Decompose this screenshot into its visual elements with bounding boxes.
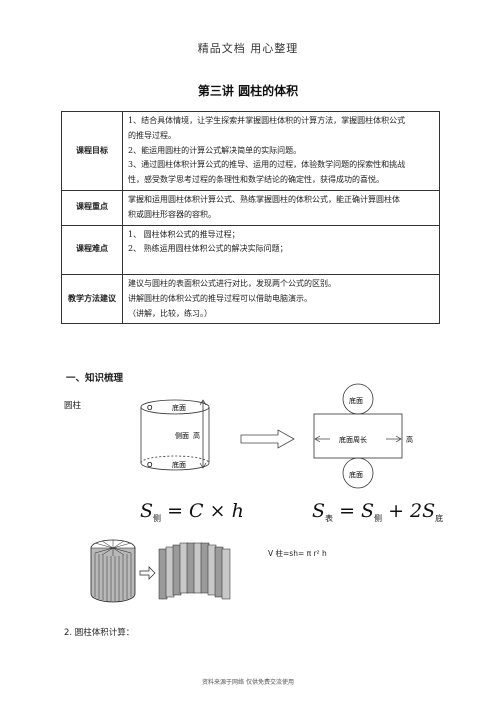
content-line: 性，感受数学思考过程的条理性和数学结论的确定性，获得成功的喜悦。 — [128, 175, 384, 185]
lateral-area-formula: S侧 = C × h — [140, 500, 244, 523]
height-label: 高 — [193, 431, 200, 440]
course-table: 课程目标 1、结合具体情境，让学生探索并掌握圆柱体积的计算方法，掌握圆柱体积公式… — [61, 111, 440, 325]
row-content: 1、结合具体情境，让学生探索并掌握圆柱体积的计算方法，掌握圆柱体积公式 的推导过… — [122, 111, 440, 191]
section-title: 一、知识梳理 — [66, 373, 124, 384]
row-content: 掌握和运用圆柱体积计算公式、熟练掌握圆柱的体积公式，能正确计算圆柱体 积或圆柱形… — [122, 189, 440, 226]
transform-arrow-icon — [240, 429, 295, 449]
header-text: 精品文档 用心整理 — [197, 42, 299, 55]
row-content: 建议与圆柱的表面积公式进行对比，发现两个公式的区别。 讲解圆柱的体积公式的推导过… — [122, 273, 440, 325]
o-top-label: O — [147, 404, 153, 412]
content-line: 的推导过程。 — [128, 130, 176, 140]
rect-label: 底面周长 — [339, 435, 367, 444]
content-line: 2、能运用圆柱的计算公式解决简单的实际问题。 — [128, 145, 302, 155]
table-row: 课程目标 1、结合具体情境，让学生探索并掌握圆柱体积的计算方法，掌握圆柱体积公式… — [61, 111, 440, 191]
bottom-circle — [342, 457, 374, 489]
slice-arrow-icon — [139, 566, 156, 580]
table-row: 课程难点 1、 圆柱体积公式的推导过程； 2、 熟练运用圆柱体积公式的解决实际问… — [61, 224, 440, 275]
content-line: 1、 圆柱体积公式的推导过程； — [128, 229, 240, 239]
top-base-label: 底面 — [172, 403, 186, 412]
content-line — [128, 257, 434, 272]
content-line: 建议与圆柱的表面积公式进行对比，发现两个公式的区别。 — [128, 278, 336, 288]
row-content: 1、 圆柱体积公式的推导过程； 2、 熟练运用圆柱体积公式的解决实际问题； — [122, 224, 440, 275]
cylinder-net-diagram: 底面 底面周长 高 底面 — [313, 383, 413, 489]
cylinder-diagram: O 底面 侧面 高 O 底面 — [140, 399, 210, 471]
row-label: 课程难点 — [61, 224, 123, 275]
table-row: 教学方法建议 建议与圆柱的表面积公式进行对比，发现两个公式的区别。 讲解圆柱的体… — [61, 273, 440, 325]
content-line: 讲解圆柱的体积公式的推导过程可以借助电脑演示。 — [128, 293, 312, 303]
content-line: （讲解，比较，练习。） — [128, 308, 212, 318]
content-line: 3、通过圆柱体积计算公式的推导、运用的过程，体验数学问题的探索性和挑战 — [128, 160, 406, 170]
net-height-label: 高 — [406, 435, 413, 444]
row-label: 课程目标 — [61, 111, 123, 191]
row-label: 课程重点 — [61, 189, 123, 226]
content-line: 2、 熟练运用圆柱体积公式的解决实际问题； — [128, 244, 288, 254]
cylinder-slices-diagram — [90, 539, 231, 603]
o-bottom-label: O — [147, 461, 153, 469]
section-2-title: 2. 圆柱体积计算： — [64, 628, 135, 638]
side-label: 侧面 — [175, 431, 189, 440]
content-line: 1、结合具体情境，让学生探索并掌握圆柱体积的计算方法，掌握圆柱体积公式 — [128, 116, 406, 125]
content-line: 积或圆柱形容器的容积。 — [128, 209, 216, 219]
content-line: 掌握和运用圆柱体积计算公式、熟练掌握圆柱的体积公式，能正确计算圆柱体 — [128, 194, 400, 204]
bottom-base-label: 底面 — [172, 460, 186, 469]
footer-text: 资料来源于网络 仅供免费交流使用 — [202, 679, 294, 686]
table-row: 课程重点 掌握和运用圆柱体积计算公式、熟练掌握圆柱的体积公式，能正确计算圆柱体 … — [61, 189, 440, 226]
row-label: 教学方法建议 — [61, 273, 123, 325]
surface-area-formula: S表 = S侧 + 2S底 — [312, 500, 444, 523]
cylinder-label: 圆柱 — [64, 401, 82, 411]
bottom-circle-label: 底面 — [349, 470, 363, 479]
top-circle-label: 底面 — [349, 396, 363, 405]
page-title: 第三讲 圆柱的体积 — [197, 84, 299, 98]
volume-formula: V 柱=sh= π r² h — [268, 549, 327, 558]
rearranged-slices — [158, 542, 231, 600]
